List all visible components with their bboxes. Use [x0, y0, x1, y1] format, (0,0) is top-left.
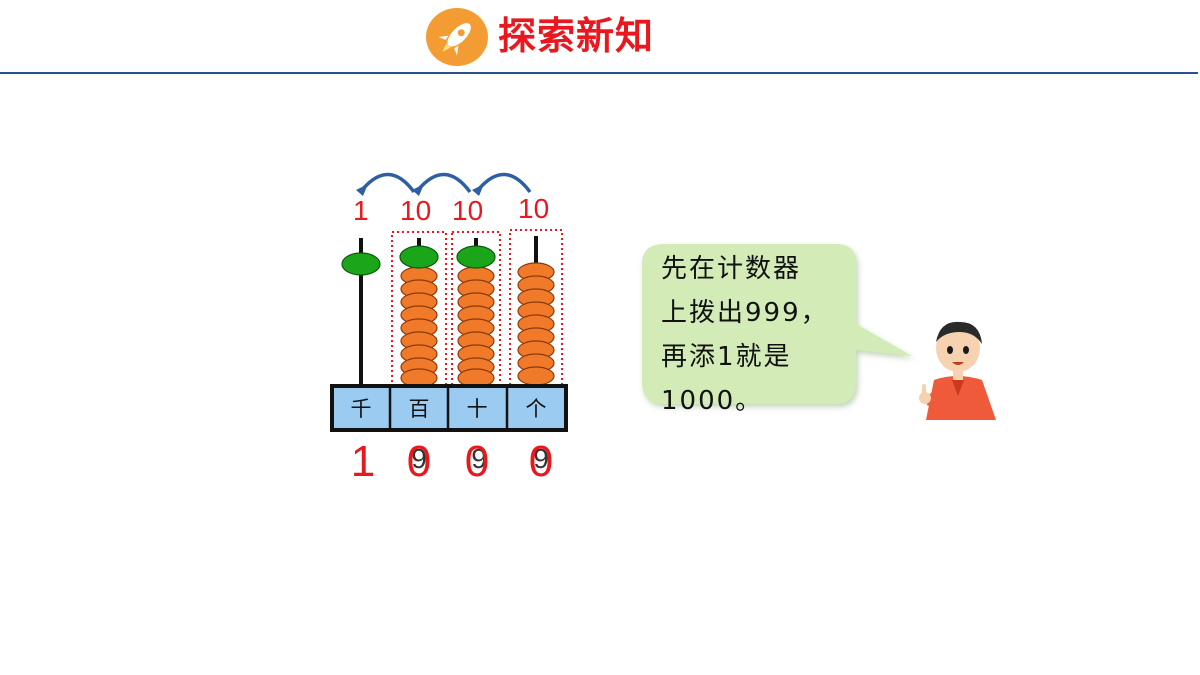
old-digit-ones: 9	[533, 443, 549, 474]
carry-arrow-ones-to-tens	[476, 172, 532, 194]
speech-bubble	[642, 244, 912, 404]
bubble-line-1: 先在计数器	[661, 254, 802, 284]
carry-arrow-tens-to-hundreds	[416, 172, 472, 194]
bead-carry-hundreds	[399, 245, 439, 269]
carry-label-hundreds: 10	[400, 195, 432, 226]
carry-label-ones: 10	[518, 193, 550, 224]
place-label-thousands: 千	[350, 397, 372, 421]
old-digit-hundreds: 9	[411, 443, 427, 474]
beads-tens	[457, 266, 495, 388]
bubble-line-2: 上拨出999，	[661, 298, 829, 328]
beads-hundreds	[400, 266, 438, 388]
beads-ones	[517, 262, 555, 386]
carry-arrow-hundreds-to-thousands	[360, 172, 416, 194]
place-label-tens: 十	[466, 397, 488, 421]
speech-bubble-text: 先在计数器 上拨出999， 再添1就是 1000。	[661, 247, 851, 423]
header-divider	[0, 72, 1198, 74]
carry-label-tens: 10	[452, 195, 484, 226]
digit-hundreds: 0	[406, 437, 432, 486]
frame-tens	[451, 231, 501, 389]
boy-pointing-icon	[919, 321, 996, 420]
old-digit-tens: 9	[471, 443, 487, 474]
bubble-line-3: 再添1就是	[661, 342, 792, 372]
rocket-icon	[438, 23, 471, 56]
place-label-ones: 个	[525, 397, 547, 421]
bubble-line-4: 1000。	[661, 386, 764, 416]
digit-thousands: 1	[350, 437, 376, 486]
digit-tens: 0	[464, 437, 490, 486]
digit-ones: 0	[528, 437, 554, 486]
carry-label-thousands: 1	[353, 195, 369, 226]
page-title: 探索新知	[498, 14, 655, 58]
place-label-hundreds: 百	[408, 397, 430, 421]
bead-carry-thousands	[341, 252, 381, 276]
bead-carry-tens	[456, 245, 496, 269]
